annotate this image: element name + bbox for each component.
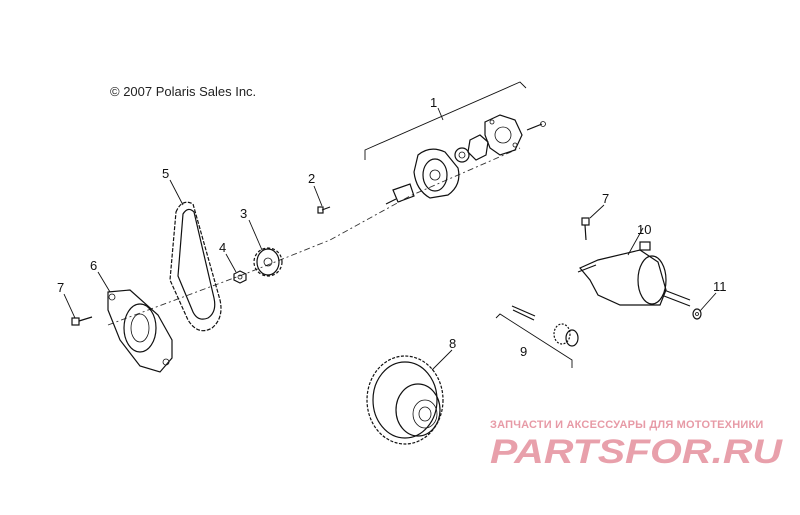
starter-gear-part-8 <box>366 355 444 445</box>
watermark-subtitle: ЗАПЧАСТИ И АКСЕССУАРЫ ДЛЯ МОТОТЕХНИКИ <box>490 419 764 431</box>
callout-8: 8 <box>449 336 456 351</box>
starter-motor-part-10 <box>577 241 691 307</box>
bracket-part-1 <box>364 81 527 160</box>
callout-4: 4 <box>219 240 226 255</box>
callout-1: 1 <box>430 95 437 110</box>
cover-part-6 <box>107 289 173 373</box>
callout-6: 6 <box>90 258 97 273</box>
bracket-part-9 <box>495 313 573 368</box>
bolt-part-2 <box>317 206 331 214</box>
callout-7-right: 7 <box>602 191 609 206</box>
callout-2: 2 <box>308 171 315 186</box>
pinion-gear-part-9 <box>511 305 579 347</box>
oil-pump-assembly <box>385 114 546 205</box>
callout-3: 3 <box>240 206 247 221</box>
watermark-logo: PARTSFOR.RU <box>490 433 784 471</box>
callout-7-left: 7 <box>57 280 64 295</box>
sprocket-part-3 <box>253 247 283 277</box>
callout-11: 11 <box>713 279 727 294</box>
bolt-part-7-right <box>581 217 590 241</box>
callout-9: 9 <box>520 344 527 359</box>
nut-part-4 <box>233 270 247 284</box>
washer-part-11 <box>692 308 702 320</box>
callout-10: 10 <box>637 222 651 237</box>
chain-part-5 <box>169 201 222 332</box>
callout-5: 5 <box>162 166 169 181</box>
copyright-text: © 2007 Polaris Sales Inc. <box>110 84 257 99</box>
bolt-part-7-left <box>71 316 93 326</box>
